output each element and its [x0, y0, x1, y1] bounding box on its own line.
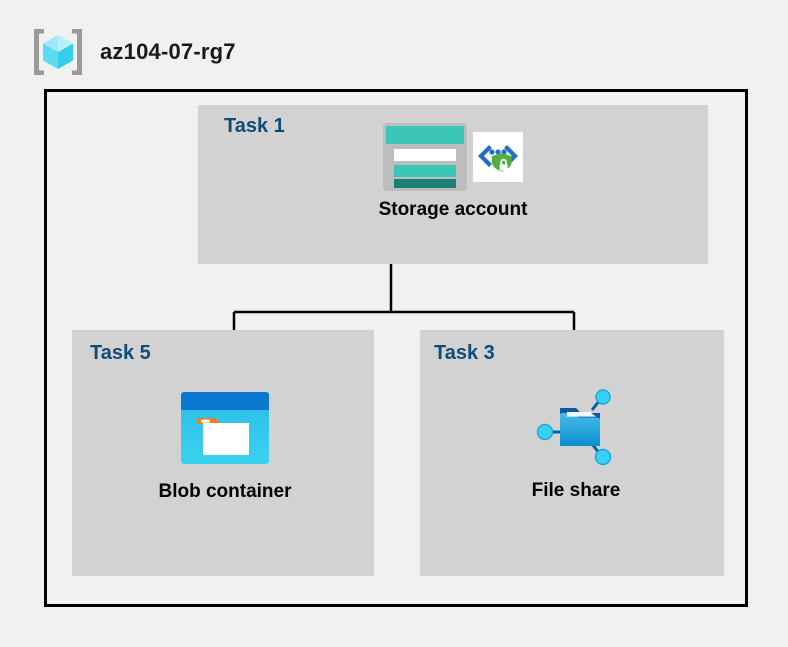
node-caption-file-share: File share [531, 480, 621, 501]
storage-account-icon [383, 123, 467, 191]
secure-endpoint-icon [473, 132, 523, 182]
resource-group-header: az104-07-rg7 [30, 26, 236, 78]
task-panel-file-share: Task 3 File share [420, 330, 724, 576]
file-share-icon [536, 389, 612, 466]
task-label-1: Task 1 [224, 115, 285, 137]
resource-group-title: az104-07-rg7 [100, 39, 236, 64]
task-label-5: Task 5 [90, 342, 151, 364]
task-panel-blob-container: Task 5 Blob container [72, 330, 374, 576]
resource-group-boundary [44, 89, 748, 607]
node-storage-account[interactable]: Storage account [353, 121, 553, 221]
resource-group-icon [34, 29, 82, 75]
blob-container-icon [181, 392, 269, 464]
task-label-3: Task 3 [434, 342, 495, 364]
storage-account-icon-row [383, 121, 523, 193]
node-caption-storage-account: Storage account [378, 199, 528, 220]
task-panel-storage-account: Task 1 [198, 105, 708, 264]
node-blob-container[interactable]: Blob container [145, 392, 305, 503]
node-caption-blob-container: Blob container [158, 481, 292, 502]
node-file-share[interactable]: File share [496, 388, 656, 502]
